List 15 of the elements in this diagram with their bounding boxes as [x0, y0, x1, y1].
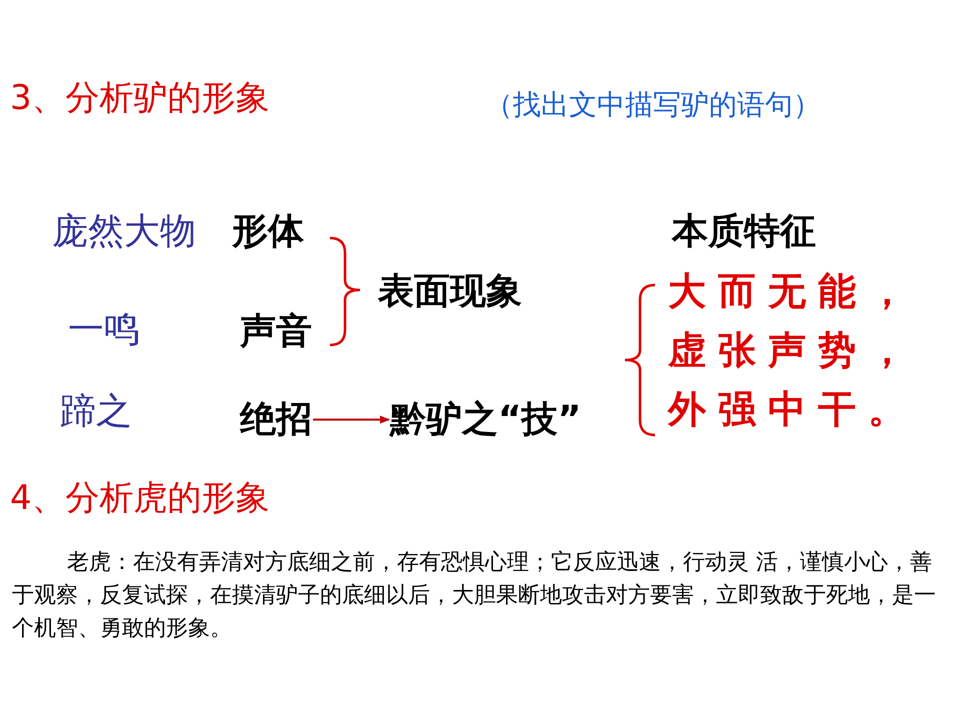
section-heading: 4、分析虎的形象: [10, 478, 270, 519]
term-text: 绝招: [240, 398, 312, 442]
term-text: 黔驴之“技”: [390, 398, 582, 442]
category-text: 表面现象: [378, 270, 522, 314]
column-heading: 本质特征: [672, 210, 816, 254]
conclusion-text: 大而无能，虚张声势，外强中干。: [668, 267, 919, 433]
phrase-text: 蹄之: [60, 390, 132, 434]
aspect-text: 形体: [232, 210, 304, 254]
paragraph: 老虎：在没有弄清对方底细之前，存有恐惧心理；它反应迅速，行动灵 活，谨慎小心，善于观察，反复试探，在摸清驴子的底细以后，大胆果断地攻击对方要害，立即致敌于死地，是一个机智、勇敢的形象。: [12, 549, 937, 643]
section-heading: 3、分析驴的形象: [10, 78, 270, 119]
arrow: [313, 416, 390, 424]
phrase-text: 一鸣: [68, 308, 140, 352]
phrase-text: 庞然大物: [52, 210, 196, 254]
aspect-text: 声音: [240, 310, 312, 354]
hint-text: （找出文中描写驴的语句）: [485, 88, 821, 122]
